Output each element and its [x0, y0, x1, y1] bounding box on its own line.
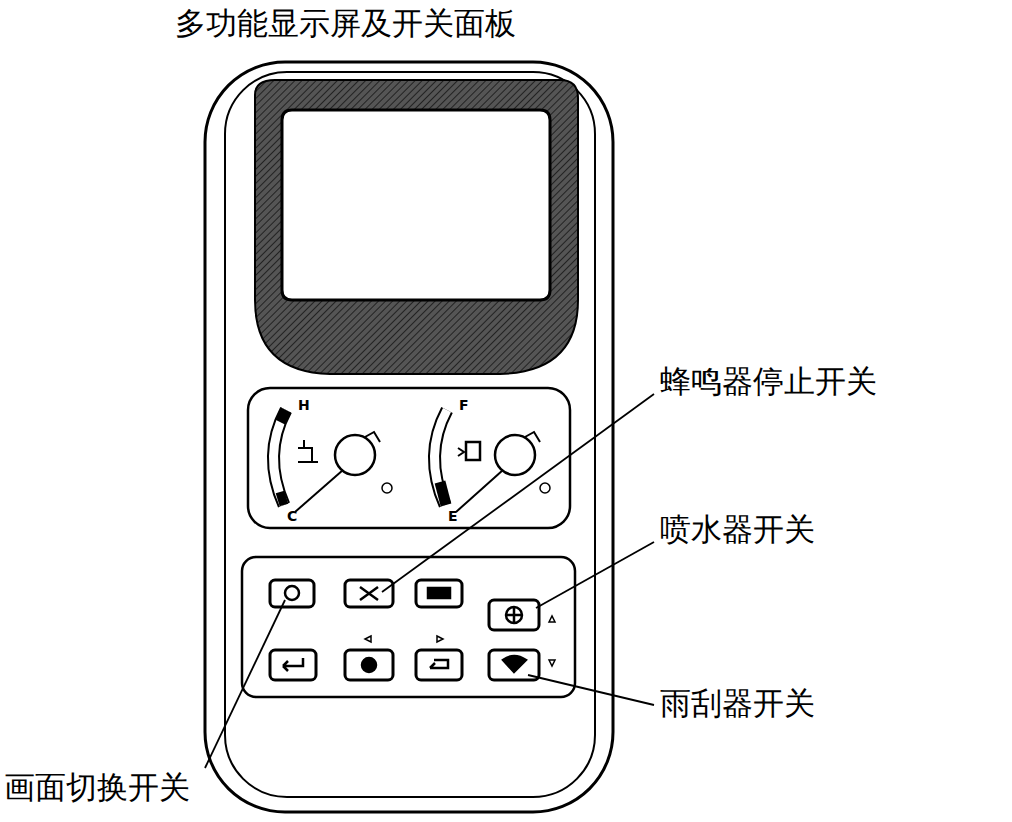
diagram-title: 多功能显示屏及开关面板: [175, 6, 516, 42]
callout-label: 画面切换开关: [2, 770, 192, 806]
callout-label: 喷水器开关: [658, 512, 817, 548]
callout-label: 雨刮器开关: [658, 686, 817, 722]
gauge-mark: C: [287, 508, 297, 524]
callout-label: 蜂鸣器停止开关: [658, 364, 879, 400]
gauge-mark: E: [448, 508, 458, 524]
gauge-mark: H: [298, 397, 310, 413]
gauge-mark: F: [459, 397, 469, 413]
